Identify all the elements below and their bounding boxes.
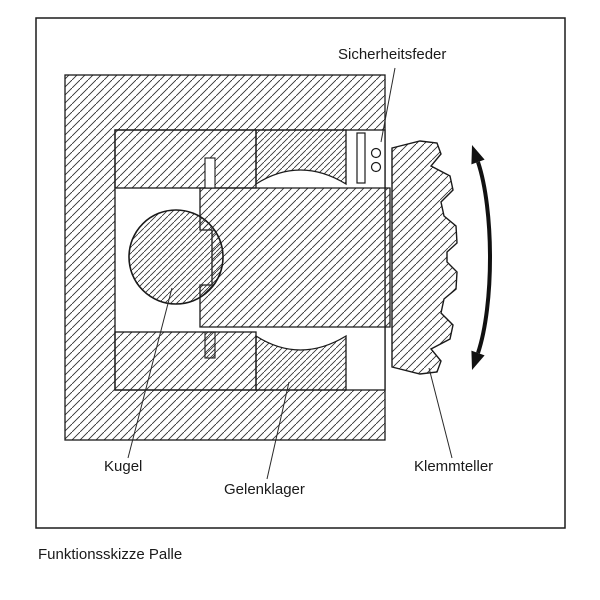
label-klemmteller: Klemmteller <box>414 458 494 475</box>
tab-bottom <box>204 331 216 359</box>
pivot-arrow-head-top <box>471 145 485 165</box>
spring-pin <box>356 132 366 184</box>
pivot-arrow-curve <box>476 161 492 354</box>
label-sicherheitsfeder: Sicherheitsfeder <box>338 46 447 63</box>
pivot-shaft-section <box>199 187 391 328</box>
housing-step-bottom <box>114 331 257 391</box>
safety-spring <box>356 132 382 184</box>
figure-caption: Funktionsskizze Palle <box>38 546 183 563</box>
leader-lines <box>127 67 453 480</box>
ball-section <box>128 209 224 305</box>
pivot-arrow-head-bottom <box>471 350 485 370</box>
joint-bearing-upper <box>255 129 347 186</box>
pivot-double-arrow-icon <box>471 145 492 370</box>
housing-step-top <box>114 129 257 189</box>
leader-sicherheitsfeder <box>380 67 396 143</box>
label-kugel: Kugel <box>104 458 143 475</box>
spring-coil-bottom <box>370 161 382 173</box>
joint-bearing-lower <box>255 334 347 391</box>
label-gelenklager: Gelenklager <box>224 481 305 498</box>
spring-coil-top <box>370 147 382 159</box>
leader-gelenklager <box>266 381 290 480</box>
leader-klemmteller <box>428 367 453 459</box>
tab-top <box>204 157 216 189</box>
leader-kugel <box>127 287 173 459</box>
clamp-plate-section <box>391 140 458 375</box>
